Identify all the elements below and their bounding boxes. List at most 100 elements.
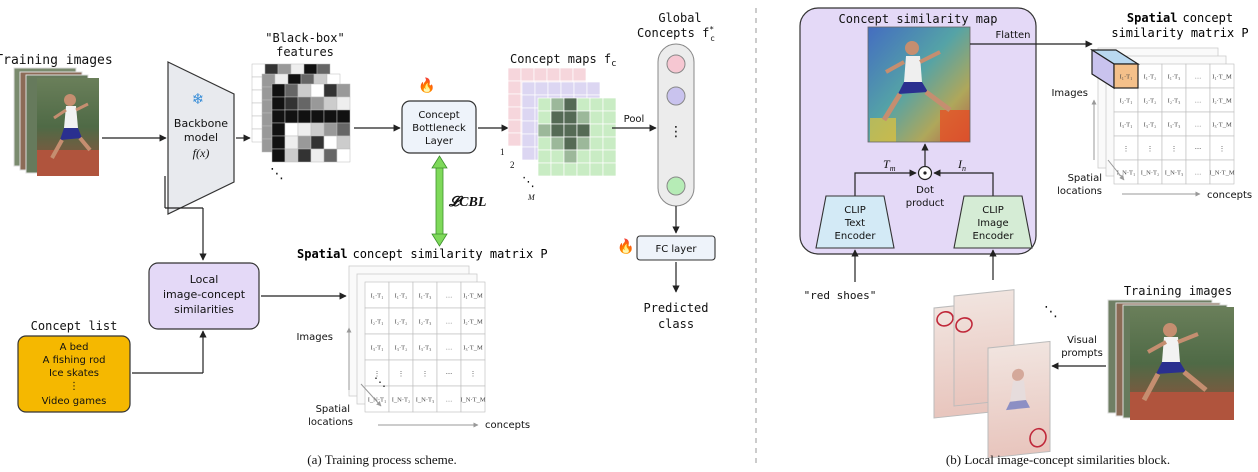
concept-map-cell [559, 67, 574, 82]
spatial-matrix-b: I₁·T₁I₁·T₂I₁·T₃…I₁·T_MI₂·T₁I₂·T₂I₂·T₃…I₂… [1089, 47, 1235, 185]
matrix-cell [1137, 87, 1163, 113]
matrix-cell-text: I_N·T₁ [1117, 170, 1136, 177]
concept-map-cell [576, 97, 591, 112]
spatial-matrix-title-b2: similarity matrix P [1111, 26, 1248, 40]
matrix-cell-text: ⋮ [1123, 146, 1130, 153]
concept-map-cell [589, 123, 604, 138]
matrix-cell [460, 385, 486, 413]
feature-cell [271, 135, 286, 150]
local-similarities-block [148, 262, 260, 330]
feature-cell [297, 109, 312, 124]
feature-cell [284, 83, 299, 98]
concept-map-cell [602, 136, 617, 151]
matrix-cell [1185, 87, 1211, 113]
feature-cell [336, 96, 351, 111]
concept-map-cell [537, 136, 552, 151]
matrix-cell [388, 333, 414, 361]
clip-image-encoder [953, 195, 1033, 249]
matrix-cell-text: … [1195, 170, 1202, 177]
matrix-cell [1161, 63, 1187, 89]
concept-list-box [17, 335, 131, 413]
concept-map-cell [563, 136, 578, 151]
concept-map-cell [589, 149, 604, 164]
matrix-cell-text: I₁·T₂ [1144, 74, 1157, 81]
concept-map-cell [507, 132, 522, 147]
feature-cell [310, 148, 325, 163]
matrix-cell [1137, 111, 1163, 137]
clip-text-encoder [815, 195, 895, 249]
matrix-cell [1161, 111, 1187, 137]
matrix-cell-text: I₁·T₃ [419, 293, 432, 300]
concept-item-3: Ice skates [49, 368, 99, 379]
concept-map-cell [547, 81, 562, 96]
local-block-line2: image-concept [163, 288, 246, 301]
matrix-cell-text: I₃·T₁ [1120, 122, 1133, 129]
matrix-cell [436, 359, 462, 387]
matrix-cell [1113, 111, 1139, 137]
matrix-cell [364, 333, 390, 361]
concept-map-index-m: M [527, 193, 536, 202]
matrix-cell-text: I₂·T₃ [1168, 98, 1181, 105]
matrix-cell-text: … [446, 345, 453, 352]
backbone-line1: Backbone [174, 117, 228, 130]
concept-map-cell [563, 97, 578, 112]
matrix-a-cols-label: concepts [485, 420, 530, 431]
feature-cell [297, 135, 312, 150]
flame-icon: 🔥 [418, 77, 435, 94]
matrix-cell [1137, 135, 1163, 161]
local-block-line1: Local [190, 273, 219, 286]
matrix-cell-text: I₂·T_M [463, 319, 483, 326]
concept-map-cell [563, 149, 578, 164]
map-title: Concept similarity map [839, 12, 998, 26]
feature-cell [284, 148, 299, 163]
concept-map-cell [576, 162, 591, 177]
matrix-cell [1161, 87, 1187, 113]
concept-map-cell [576, 123, 591, 138]
dot-label-line1: Dot [916, 185, 934, 196]
matrix-cell-text: ⋯ [446, 371, 453, 378]
matrix-a-rows-label: Images [296, 332, 333, 343]
matrix-cell-text: … [1195, 74, 1202, 81]
feature-cell [310, 135, 325, 150]
fc-layer [636, 235, 716, 261]
concept-map-cell [576, 136, 591, 151]
feature-cell [310, 96, 325, 111]
cbl-line3: Layer [425, 136, 454, 147]
concept-bottleneck-layer [401, 100, 477, 154]
matrix-cell-text: I₃·T₃ [419, 345, 432, 352]
concept-map-cell [563, 110, 578, 125]
matrix-cell [460, 307, 486, 335]
matrix-cell [460, 333, 486, 361]
tm-label: Tm [883, 157, 896, 173]
concept-list-title: Concept list [31, 319, 118, 333]
concept-map-cell [576, 110, 591, 125]
concept-map-cell [521, 94, 536, 109]
concept-map-cell [563, 162, 578, 177]
concept-map-cell [533, 67, 548, 82]
matrix-cell [364, 385, 390, 413]
clip-text-line3: Encoder [835, 231, 877, 242]
training-images-stack [13, 67, 99, 176]
blackbox-ellipsis: ⋱ [270, 166, 284, 182]
backbone-fx: f(x) [193, 146, 210, 160]
matrix-cell-text: ⋮ [1219, 146, 1226, 153]
concept-map-cell [534, 81, 549, 96]
matrix-cell [1209, 111, 1235, 137]
matrix-cell-text: I₁·T_M [463, 293, 483, 300]
pool-label: Pool [624, 114, 645, 125]
matrix-cell [1209, 63, 1235, 89]
caption-b: (b) Local image-concept similarities blo… [946, 452, 1170, 467]
matrix-cell [412, 359, 438, 387]
global-concept-dot-2 [666, 86, 686, 106]
matrix-cell [436, 307, 462, 335]
concept-map-cell [537, 97, 552, 112]
matrix-b-rows-label: Images [1051, 88, 1088, 99]
concept-map-cell [560, 81, 575, 96]
matrix-cell [388, 359, 414, 387]
matrix-cell-text: I₁·T₁ [371, 293, 384, 300]
feature-cell [310, 109, 325, 124]
concept-map-cell [537, 149, 552, 164]
